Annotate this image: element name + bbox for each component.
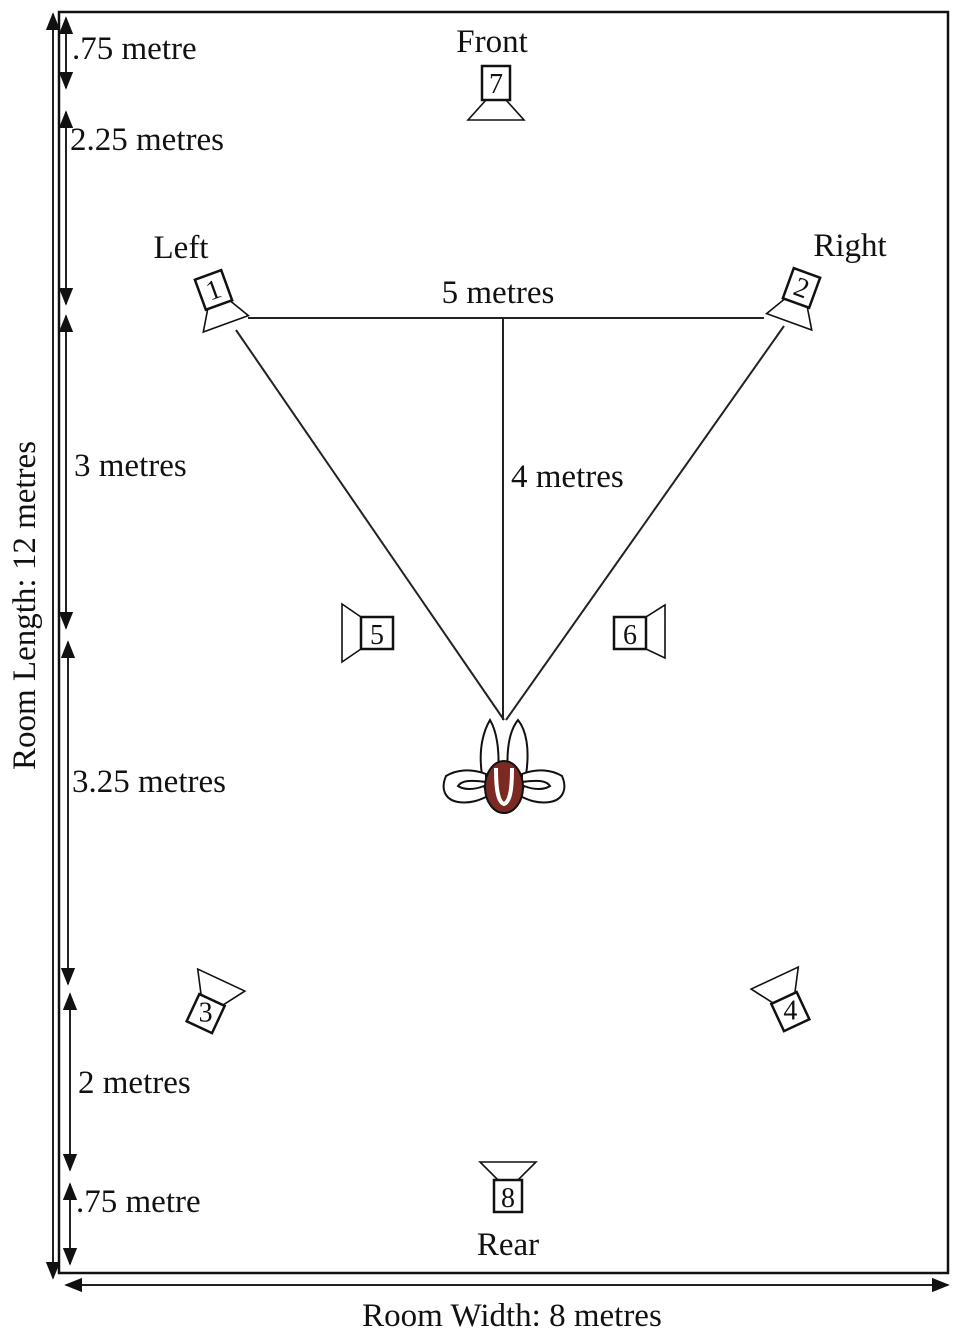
svg-text:3: 3 — [199, 998, 213, 1029]
speaker-spacing-label: 5 metres — [442, 275, 555, 311]
svg-text:7: 7 — [489, 69, 503, 100]
svg-text:6: 6 — [623, 620, 637, 651]
segment-label-2: 2.25 metres — [70, 122, 224, 158]
segment-label-4: 3.25 metres — [72, 764, 226, 800]
left-label: Left — [154, 230, 209, 266]
listener-right-foot — [506, 718, 529, 776]
speaker-2: 2 — [765, 266, 822, 332]
room-length-label: Room Length: 12 metres — [7, 441, 43, 770]
speaker-1: 1 — [193, 268, 250, 334]
right-label: Right — [813, 228, 886, 264]
right-to-listener-line — [505, 325, 785, 721]
listener-face — [494, 767, 514, 807]
segment-label-5: 2 metres — [78, 1065, 191, 1101]
listener-right-arm — [518, 769, 566, 804]
speaker-3: 3 — [184, 967, 247, 1035]
segment-dimensions: .75 metre 2.25 metres 3 metres 3.25 metr… — [58, 16, 226, 1266]
speaker-7: 7 — [466, 64, 526, 121]
listening-triangle — [235, 317, 785, 721]
listener-left-arm — [442, 769, 490, 804]
front-label: Front — [456, 24, 528, 60]
listener-figure — [442, 718, 566, 814]
rear-label: Rear — [477, 1227, 539, 1263]
listener-left-foot — [479, 718, 500, 776]
room-width-label: Room Width: 8 metres — [362, 1298, 662, 1334]
listener-distance-label: 4 metres — [511, 459, 624, 495]
speaker-6: 6 — [612, 603, 666, 660]
left-to-listener-line — [235, 329, 505, 721]
svg-text:5: 5 — [370, 620, 384, 651]
speaker-8: 8 — [478, 1161, 538, 1214]
speaker-4: 4 — [749, 965, 812, 1033]
segment-label-1: .75 metre — [72, 31, 197, 67]
segment-label-3: 3 metres — [74, 448, 187, 484]
speaker-5: 5 — [341, 602, 395, 664]
svg-text:8: 8 — [501, 1183, 515, 1214]
svg-text:4: 4 — [783, 996, 797, 1027]
segment-label-6: .75 metre — [76, 1184, 201, 1220]
